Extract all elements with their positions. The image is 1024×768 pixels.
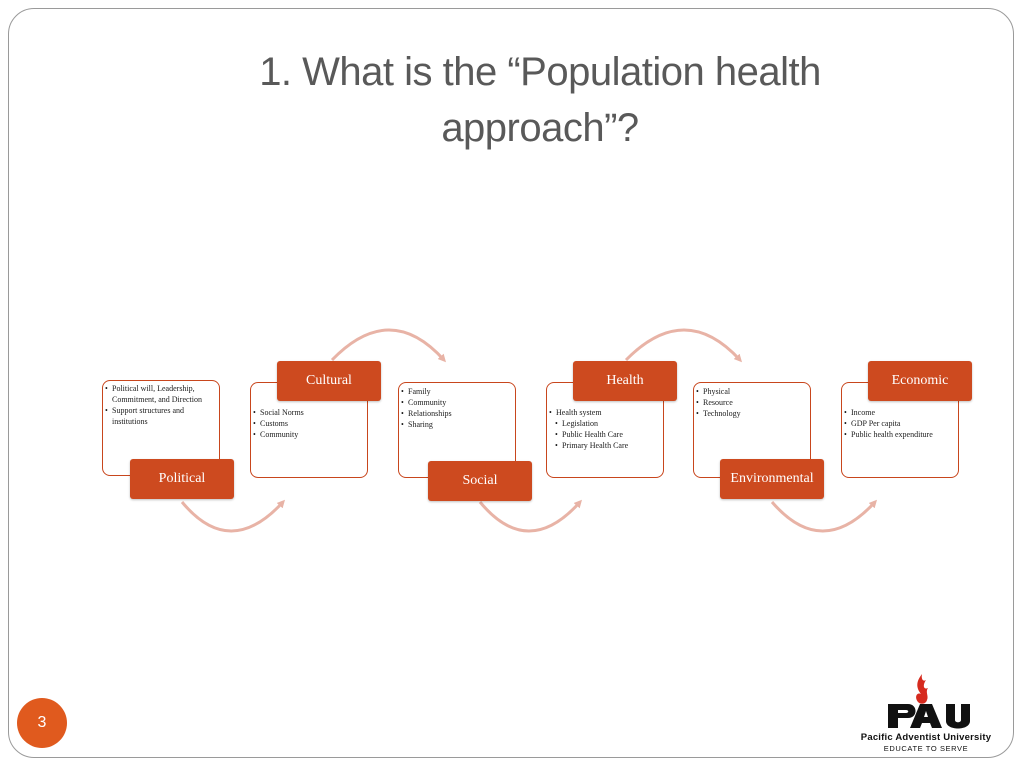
bullet-item: Community xyxy=(251,429,367,440)
political-bullets: Political will, Leadership, Commitment, … xyxy=(103,381,219,427)
economic-label: Economic xyxy=(868,361,972,401)
bullet-item: Health system xyxy=(547,407,663,418)
health-label: Health xyxy=(573,361,677,401)
bullet-item: Family xyxy=(399,386,515,397)
bullet-item: Technology xyxy=(694,408,810,419)
title-line-2: approach”? xyxy=(441,106,639,150)
bullet-item: GDP Per capita xyxy=(842,418,958,429)
economic-bullets: Income GDP Per capita Public health expe… xyxy=(842,383,958,440)
bullet-item: Physical xyxy=(694,386,810,397)
social-bullets: Family Community Relationships Sharing xyxy=(399,383,515,430)
arrow-social-to-health xyxy=(478,499,583,533)
social-label: Social xyxy=(428,461,532,501)
environmental-label: Environmental xyxy=(720,459,824,499)
bullet-item: Community xyxy=(399,397,515,408)
pau-logo-mark xyxy=(888,674,970,729)
bullet-item: Resource xyxy=(694,397,810,408)
bullet-item: Relationships xyxy=(399,408,515,419)
page-number-badge: 3 xyxy=(17,698,67,748)
title-line-1: 1. What is the “Population health xyxy=(259,50,821,94)
environmental-bullets: Physical Resource Technology xyxy=(694,383,810,419)
bullet-item: Sharing xyxy=(399,419,515,430)
political-card: Political will, Leadership, Commitment, … xyxy=(102,380,220,476)
slide-frame xyxy=(8,8,1014,758)
arrow-cultural-to-social xyxy=(330,328,447,363)
political-label: Political xyxy=(130,459,234,499)
bullet-item: Public Health Care xyxy=(547,429,663,440)
slide-title: 1. What is the “Population health approa… xyxy=(190,44,890,156)
cultural-bullets: Social Norms Customs Community xyxy=(251,383,367,440)
bullet-item: Primary Health Care xyxy=(547,440,663,451)
bullet-item: Legislation xyxy=(547,418,663,429)
bullet-item: Political will, Leadership, Commitment, … xyxy=(103,383,219,405)
cultural-label: Cultural xyxy=(277,361,381,401)
logo-tagline: EDUCATE TO SERVE xyxy=(883,744,969,753)
logo-name: Pacific Adventist University xyxy=(860,732,992,743)
bullet-item: Income xyxy=(842,407,958,418)
health-bullets: Health system Legislation Public Health … xyxy=(547,383,663,451)
arrow-political-to-cultural xyxy=(180,499,286,533)
arrow-environmental-to-economic xyxy=(770,499,878,533)
arrow-health-to-environmental xyxy=(624,328,743,363)
bullet-item: Support structures and institutions xyxy=(103,405,219,427)
university-logo: Pacific Adventist University EDUCATE TO … xyxy=(848,672,1004,758)
bullet-item: Social Norms xyxy=(251,407,367,418)
bullet-item: Public health expenditure xyxy=(842,429,958,440)
bullet-item: Customs xyxy=(251,418,367,429)
